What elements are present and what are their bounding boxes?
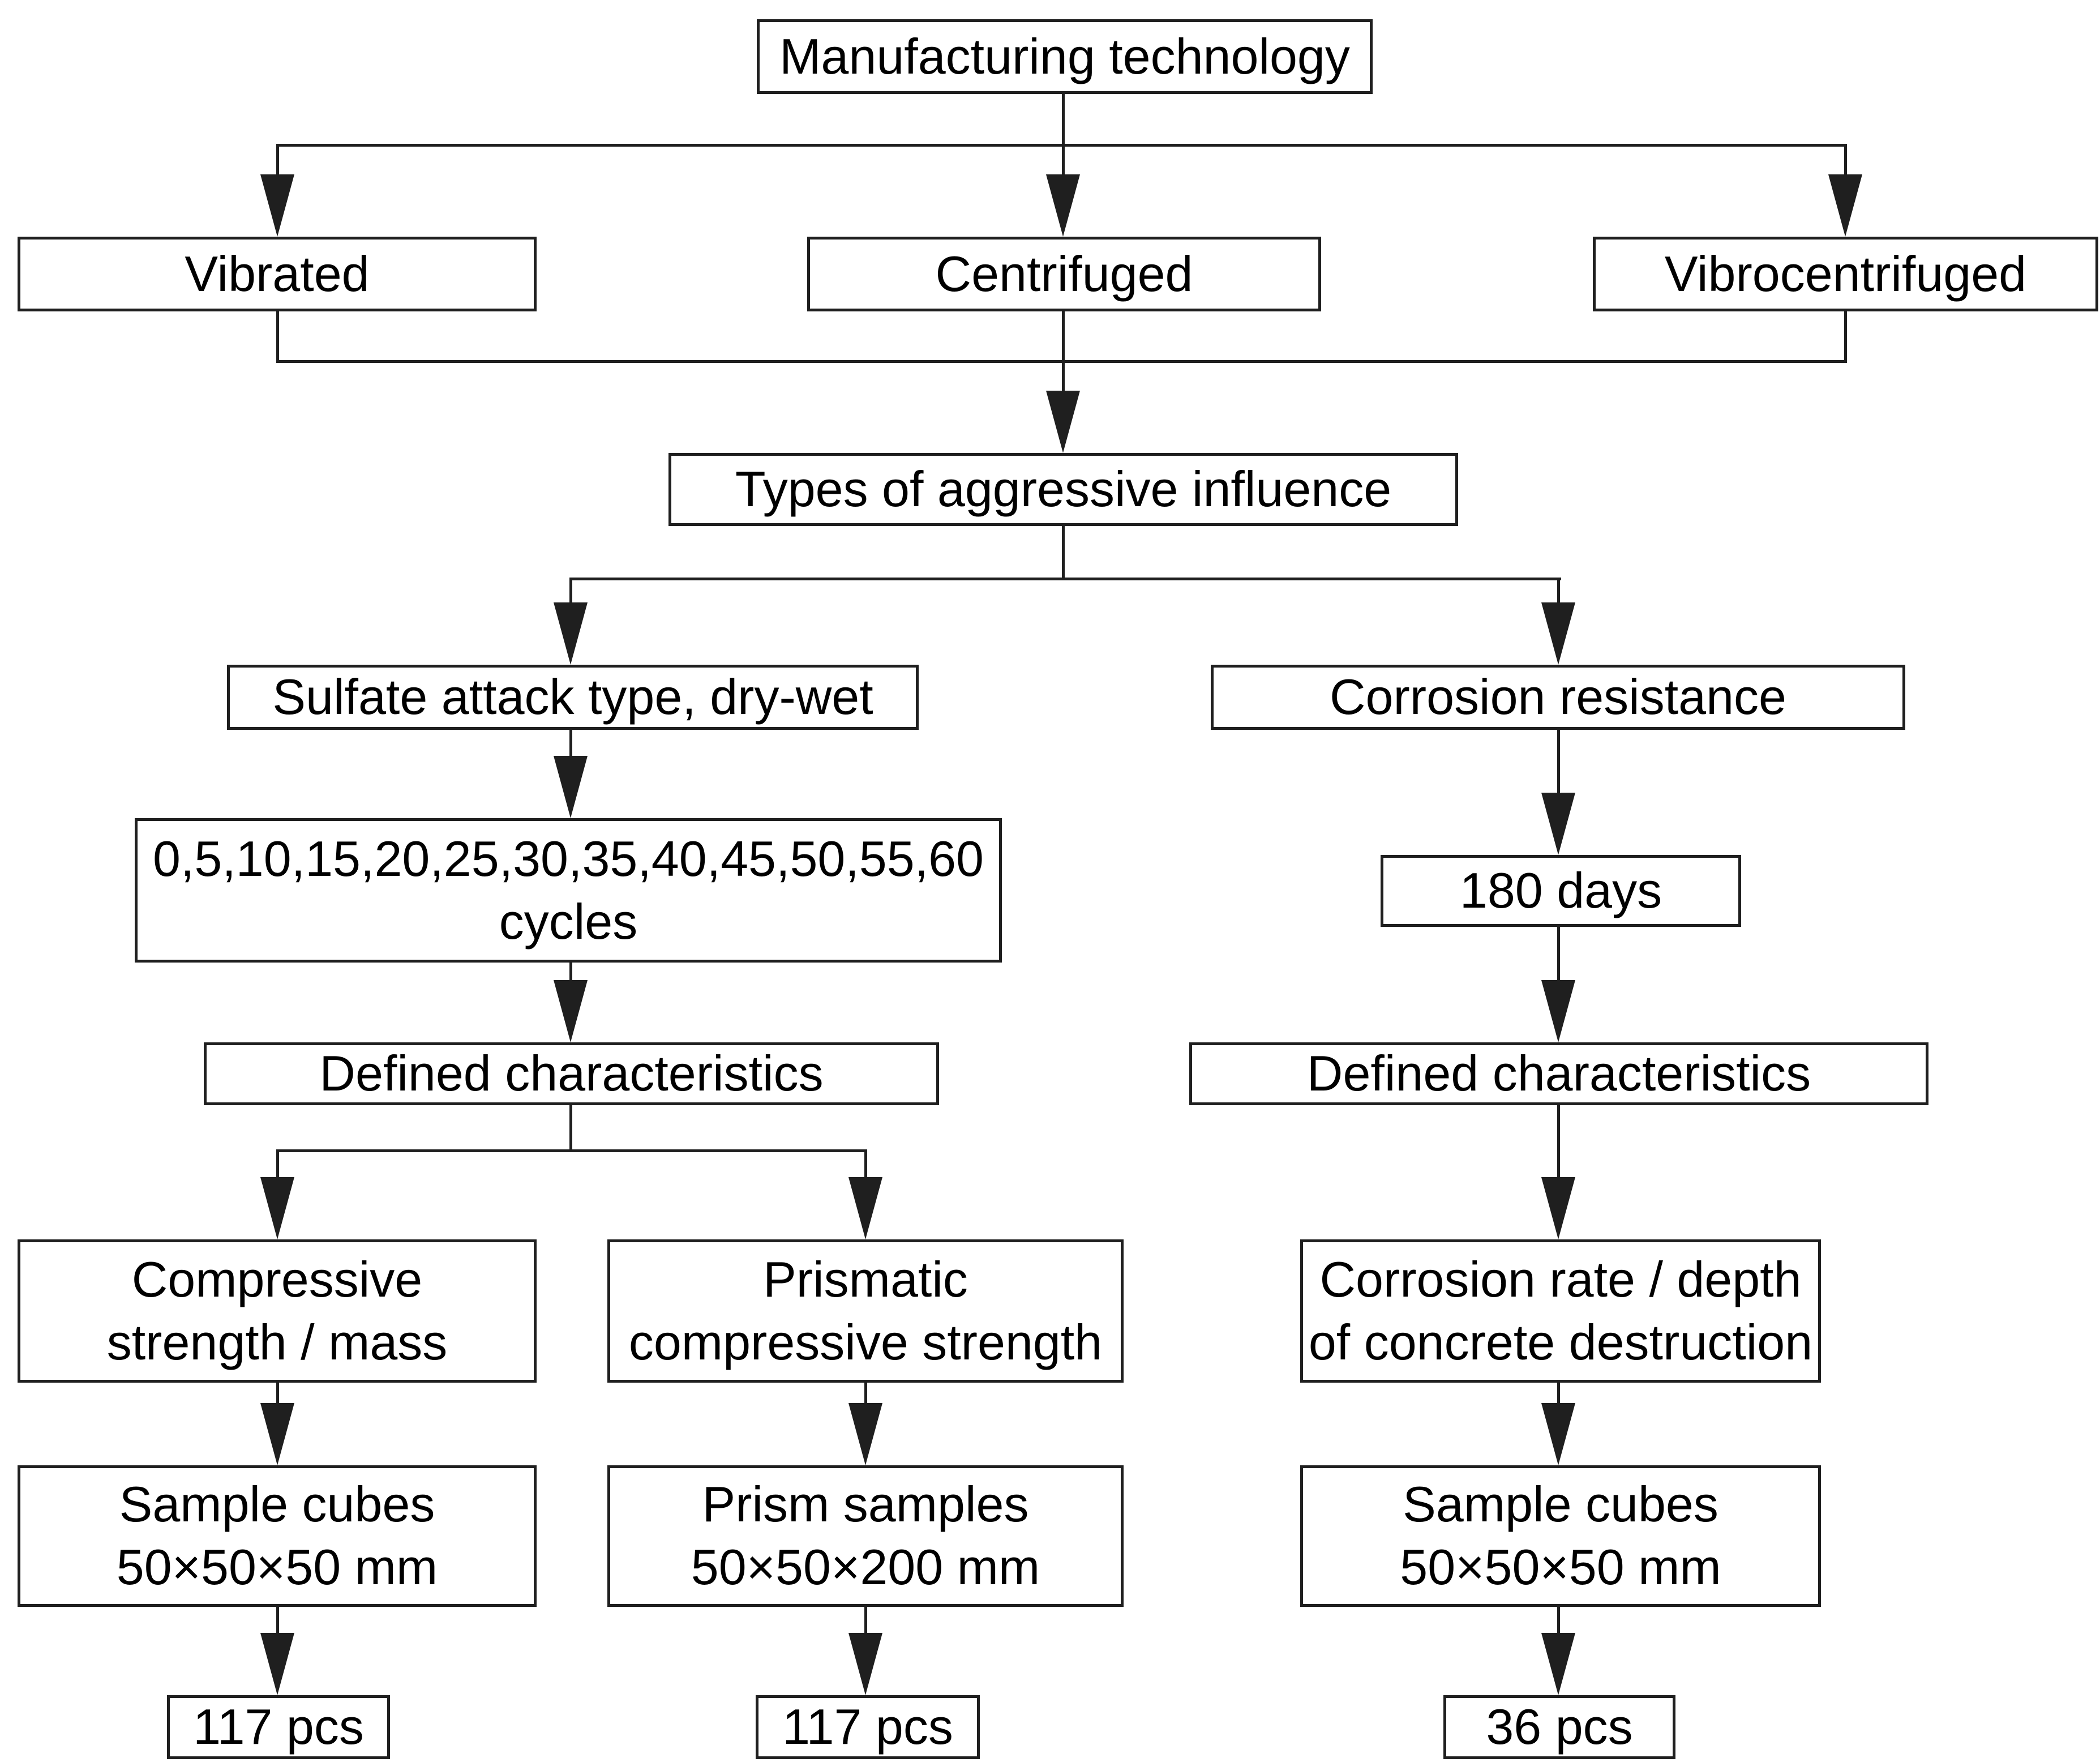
arrow-down-icon-vibrocentrifuged	[1828, 174, 1862, 237]
connector-sample-cubes-right-down	[1557, 1607, 1560, 1638]
connector-cycles-down	[569, 963, 572, 985]
node-sample-cubes-left: Sample cubes 50×50×50 mm	[18, 1465, 537, 1607]
arrow-down-icon-117-pcs-left	[260, 1633, 294, 1695]
node-36-pcs: 36 pcs	[1443, 1695, 1675, 1759]
node-sample-cubes-right: Sample cubes 50×50×50 mm	[1300, 1465, 1821, 1607]
connector-to-centrifuged	[1062, 144, 1065, 178]
connector-to-prismatic	[864, 1149, 867, 1181]
connector-corrosion-rate-down	[1557, 1383, 1560, 1408]
connector-influence-rail	[569, 578, 1561, 580]
node-centrifuged: Centrifuged	[807, 237, 1321, 311]
connector-prismatic-down	[864, 1383, 867, 1408]
node-defined-characteristics-right: Defined characteristics	[1189, 1042, 1928, 1105]
connector-180-days-down	[1557, 927, 1560, 985]
arrow-down-icon-prismatic	[848, 1177, 882, 1239]
arrow-down-icon-vibrated	[260, 174, 294, 237]
node-types-of-aggressive-influence: Types of aggressive influence	[668, 453, 1458, 526]
connector-to-types	[1062, 360, 1065, 394]
arrow-down-icon-sulfate	[554, 602, 588, 665]
connector-to-corrosion-resistance	[1557, 578, 1560, 606]
connector-to-vibrated	[276, 144, 279, 178]
arrow-down-icon-defined-left	[554, 980, 588, 1042]
connector-characteristics-rail	[276, 1149, 867, 1152]
arrow-down-icon-117-pcs-middle	[848, 1633, 882, 1695]
node-compressive-strength-mass: Compressive strength / mass	[18, 1239, 537, 1383]
connector-to-vibrocentrifuged	[1844, 144, 1847, 178]
node-180-days: 180 days	[1381, 855, 1741, 927]
arrow-down-icon-cycles	[554, 756, 588, 818]
arrow-down-icon-sample-cubes-right	[1541, 1403, 1575, 1465]
connector-types-down	[1062, 526, 1065, 580]
connector-sample-cubes-left-down	[276, 1607, 279, 1638]
node-corrosion-rate-depth: Corrosion rate / depth of concrete destr…	[1300, 1239, 1821, 1383]
node-defined-characteristics-left: Defined characteristics	[204, 1042, 939, 1105]
node-117-pcs-left: 117 pcs	[167, 1695, 390, 1759]
node-manufacturing-technology: Manufacturing technology	[757, 19, 1373, 94]
connector-defined-right-down	[1557, 1105, 1560, 1182]
arrow-down-icon-corrosion-resistance	[1541, 602, 1575, 665]
connector-manufacturing-down	[1062, 94, 1065, 147]
connector-prism-samples-down	[864, 1607, 867, 1638]
node-sulfate-attack-type: Sulfate attack type, dry-wet	[227, 665, 919, 730]
arrow-down-icon-36-pcs	[1541, 1633, 1575, 1695]
connector-to-compressive	[276, 1149, 279, 1181]
connector-to-sulfate	[569, 578, 572, 606]
node-prismatic-compressive-strength: Prismatic compressive strength	[607, 1239, 1124, 1383]
arrow-down-icon-corrosion-rate	[1541, 1177, 1575, 1239]
connector-vibrocentrifuged-down	[1844, 311, 1847, 363]
connector-technologies-top-rail	[276, 144, 1847, 147]
connector-compressive-down	[276, 1383, 279, 1408]
connector-sulfate-down	[569, 730, 572, 761]
connector-corrosion-down	[1557, 730, 1560, 798]
connector-defined-left-down	[569, 1105, 572, 1152]
node-prism-samples: Prism samples 50×50×200 mm	[607, 1465, 1124, 1607]
arrow-down-icon-sample-cubes-left	[260, 1403, 294, 1465]
connector-vibrated-down	[276, 311, 279, 363]
connector-technologies-bottom-rail	[276, 360, 1847, 363]
arrow-down-icon-defined-right	[1541, 980, 1575, 1042]
arrow-down-icon-prism-samples	[848, 1403, 882, 1465]
node-corrosion-resistance: Corrosion resistance	[1211, 665, 1905, 730]
arrow-down-icon-centrifuged	[1046, 174, 1080, 237]
arrow-down-icon-180-days	[1541, 793, 1575, 855]
connector-centrifuged-down	[1062, 311, 1065, 363]
node-117-pcs-middle: 117 pcs	[756, 1695, 980, 1759]
arrow-down-icon-types	[1046, 391, 1080, 453]
node-vibrated: Vibrated	[18, 237, 537, 311]
node-cycles: 0,5,10,15,20,25,30,35,40,45,50,55,60 cyc…	[135, 818, 1002, 963]
node-vibrocentrifuged: Vibrocentrifuged	[1593, 237, 2098, 311]
arrow-down-icon-compressive	[260, 1177, 294, 1239]
